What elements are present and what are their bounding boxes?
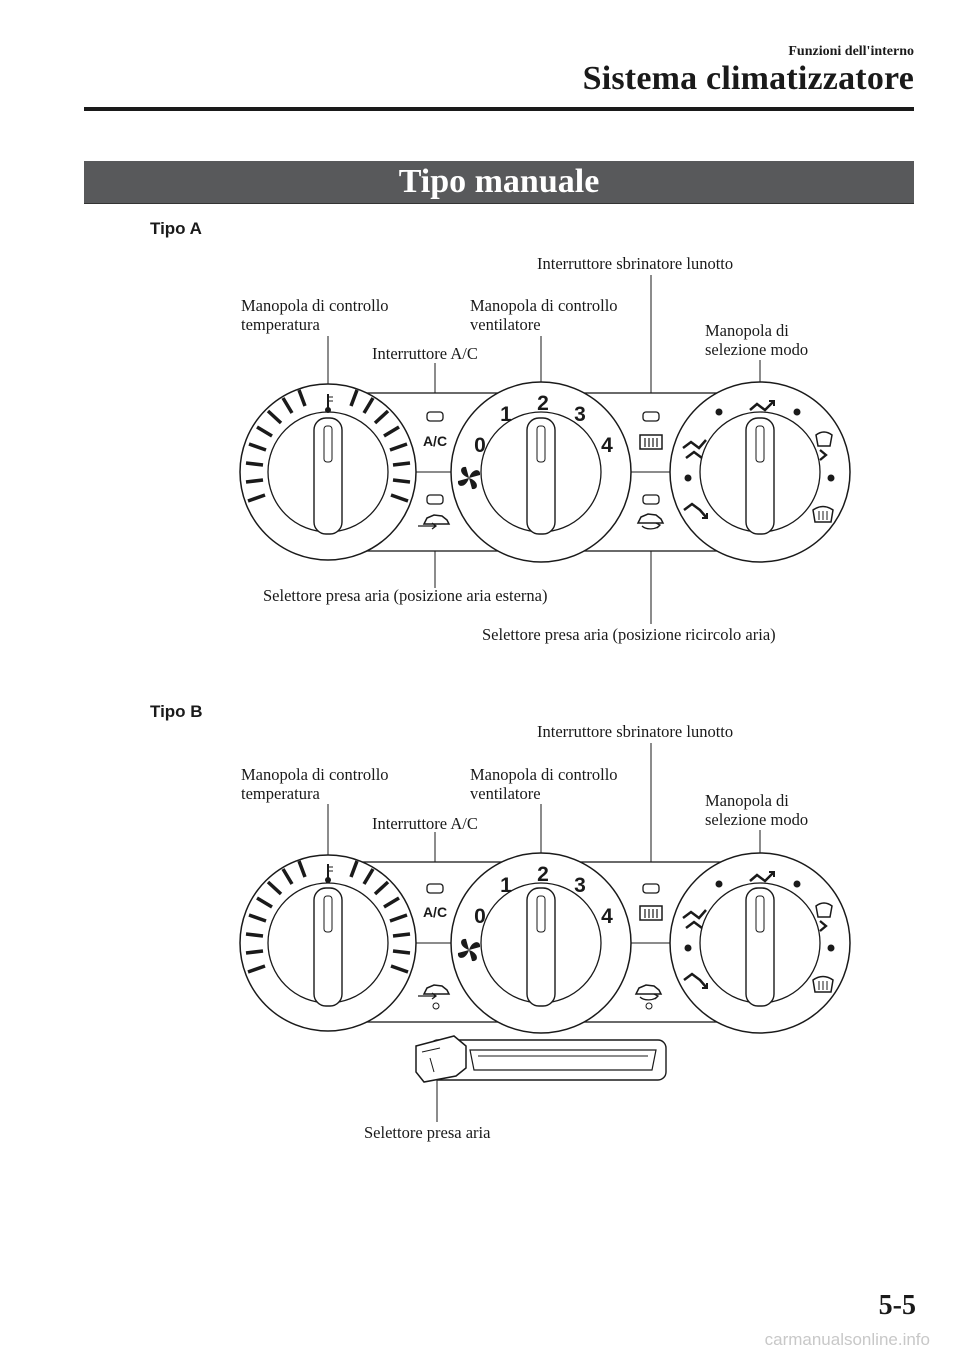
type-a-heading: Tipo A (150, 219, 202, 238)
type-a-temp-knob-label-line1: Manopola di controllo (241, 296, 389, 315)
ac-switch[interactable]: A/C (423, 883, 447, 920)
fan-speed-0: 0 (474, 905, 486, 928)
type-a-rear-defroster-label: Interruttore sbrinatore lunotto (537, 254, 734, 273)
type-b-panel-diagram: A/C 0 1 2 3 4 (239, 743, 851, 1122)
rear-defroster-icon (639, 434, 663, 450)
type-b-rear-defroster-label: Interruttore sbrinatore lunotto (537, 722, 734, 741)
car-recirculation-icon (636, 513, 665, 530)
fan-speed-2: 2 (537, 863, 549, 886)
type-a-mode-knob-label-line1: Manopola di (705, 321, 789, 340)
page-number: 5-5 (878, 1290, 916, 1321)
type-a-fan-knob-label-line2: ventilatore (470, 315, 541, 334)
ac-text: A/C (423, 904, 447, 920)
mode-bilevel-icon (682, 439, 707, 459)
type-b-temp-knob-label-line1: Manopola di controllo (241, 765, 389, 784)
mode-windshield-defrost-icon (812, 505, 834, 523)
mode-selector-knob[interactable] (669, 381, 851, 563)
type-a-ac-switch-label: Interruttore A/C (372, 344, 478, 363)
thermometer-icon (325, 394, 333, 413)
type-b-temp-knob-label: Manopola di controllo temperatura (241, 765, 389, 803)
type-b-heading: Tipo B (150, 702, 203, 721)
fan-speed-4: 4 (601, 434, 613, 457)
air-intake-lever[interactable] (415, 1035, 667, 1083)
intake-recirculation-button[interactable] (636, 494, 665, 530)
type-a-fan-knob-label: Manopola di controllo ventilatore (470, 296, 618, 334)
section-banner: Tipo manuale (84, 161, 914, 204)
type-a-panel-diagram: A/C 0 1 2 3 4 (239, 275, 851, 624)
type-a-mode-knob-label: Manopola di selezione modo (705, 321, 808, 359)
rear-defroster-switch[interactable] (639, 883, 663, 921)
fan-speed-3: 3 (574, 874, 586, 897)
fan-speed-0: 0 (474, 434, 486, 457)
type-b-ac-switch-label: Interruttore A/C (372, 814, 478, 833)
type-b-fan-knob-label: Manopola di controllo ventilatore (470, 765, 618, 803)
temperature-scale-ticks (245, 389, 411, 503)
mode-floor-defrost-icon (815, 902, 833, 932)
mode-face-icon (749, 871, 775, 883)
type-b-temp-knob-label-line2: temperatura (241, 784, 320, 803)
watermark: carmanualsonline.info (764, 1330, 930, 1349)
type-b-mode-knob-label: Manopola di selezione modo (705, 791, 808, 829)
type-a-mode-knob-label-line2: selezione modo (705, 340, 809, 359)
mode-selector-knob[interactable] (669, 852, 851, 1034)
type-a-intake-fresh-label: Selettore presa aria (posizione aria est… (263, 586, 548, 605)
car-recirculation-icon (634, 984, 663, 1010)
thermometer-icon (325, 864, 333, 883)
car-fresh-air-icon (418, 514, 451, 530)
fan-speed-4: 4 (601, 905, 613, 928)
ac-text: A/C (423, 433, 447, 449)
fan-speed-knob[interactable]: 0 1 2 3 4 (450, 381, 632, 563)
ac-switch[interactable]: A/C (423, 411, 447, 449)
mode-face-icon (749, 400, 775, 412)
mode-floor-defrost-icon (815, 431, 833, 461)
intake-fresh-air-button[interactable] (418, 494, 451, 530)
fan-speed-1: 1 (500, 874, 512, 897)
mode-floor-icon (683, 502, 708, 519)
fan-icon (457, 938, 481, 962)
fan-icon (457, 466, 481, 490)
type-b-fan-knob-label-line1: Manopola di controllo (470, 765, 618, 784)
section-label: Funzioni dell'interno (788, 44, 914, 59)
type-b-mode-knob-label-line2: selezione modo (705, 810, 809, 829)
temperature-knob[interactable] (239, 383, 417, 561)
type-b-fan-knob-label-line2: ventilatore (470, 784, 541, 803)
fan-speed-knob[interactable]: 0 1 2 3 4 (450, 852, 632, 1034)
type-b-mode-knob-label-line1: Manopola di (705, 791, 789, 810)
fan-speed-1: 1 (500, 403, 512, 426)
rear-defroster-switch[interactable] (639, 411, 663, 450)
type-a-intake-recirc-label: Selettore presa aria (posizione ricircol… (482, 625, 776, 644)
temperature-knob[interactable] (239, 854, 417, 1032)
type-a-temp-knob-label: Manopola di controllo temperatura (241, 296, 389, 334)
fan-speed-3: 3 (574, 403, 586, 426)
car-fresh-air-icon (418, 984, 451, 1010)
type-a-fan-knob-label-line1: Manopola di controllo (470, 296, 618, 315)
rear-defroster-icon (639, 905, 663, 921)
fan-speed-2: 2 (537, 392, 549, 415)
chapter-title: Sistema climatizzatore (582, 60, 914, 97)
mode-bilevel-icon (682, 909, 707, 929)
type-a-temp-knob-label-line2: temperatura (241, 315, 320, 334)
mode-windshield-defrost-icon (812, 975, 834, 993)
header-rule (84, 107, 914, 111)
temperature-scale-ticks (245, 860, 411, 974)
type-b-intake-lever-label: Selettore presa aria (364, 1123, 491, 1142)
mode-floor-icon (683, 972, 708, 989)
